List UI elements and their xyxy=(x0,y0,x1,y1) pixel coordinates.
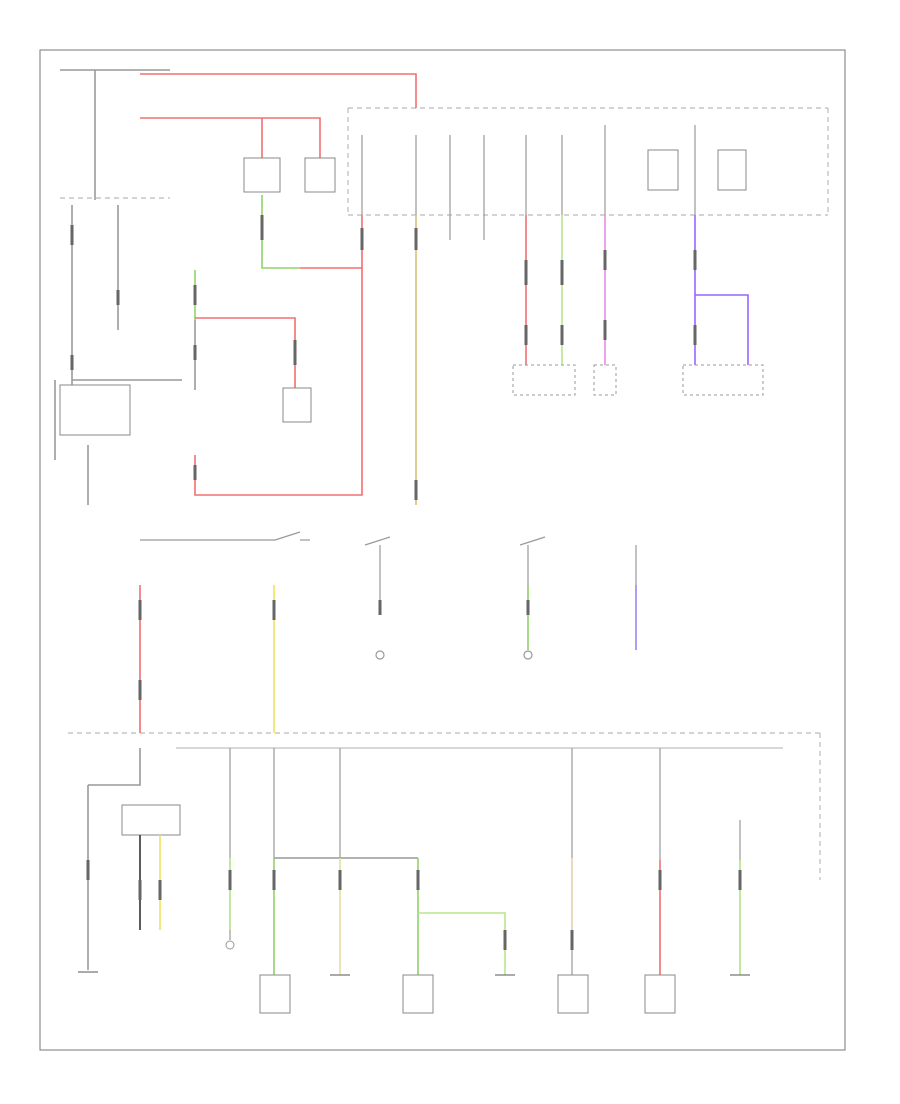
red-relay-link xyxy=(300,215,363,269)
module-abs xyxy=(512,364,576,396)
red-loop-top xyxy=(195,317,296,390)
starter-motor xyxy=(59,384,131,436)
lower-green-branch xyxy=(418,912,506,975)
top-fuses xyxy=(361,125,696,240)
green-relay-wire xyxy=(261,195,300,269)
red-loop-bottom xyxy=(194,268,363,496)
ground-symbols xyxy=(78,971,750,976)
secondary-red-feed xyxy=(140,117,321,160)
purple-branch xyxy=(695,294,749,365)
module-pink xyxy=(593,364,617,396)
connector-marks xyxy=(70,215,742,950)
lower-module-1 xyxy=(259,974,291,1014)
lower-gray-link xyxy=(88,748,141,786)
relay-box-top-2 xyxy=(717,149,747,191)
module-small xyxy=(282,387,312,423)
main-red-feed xyxy=(140,73,417,108)
module-purple xyxy=(682,364,764,396)
relay-1 xyxy=(243,157,281,193)
lower-fuses xyxy=(229,748,741,980)
lower-ground-1 xyxy=(225,940,235,950)
lower-module-2 xyxy=(402,974,434,1014)
lower-module-3 xyxy=(557,974,589,1014)
lower-module-4 xyxy=(644,974,676,1014)
lower-relay xyxy=(121,804,181,836)
switch-row xyxy=(140,531,637,660)
diagram-frame xyxy=(39,49,846,1051)
relay-2 xyxy=(304,157,336,193)
relay-box-top xyxy=(647,149,679,191)
